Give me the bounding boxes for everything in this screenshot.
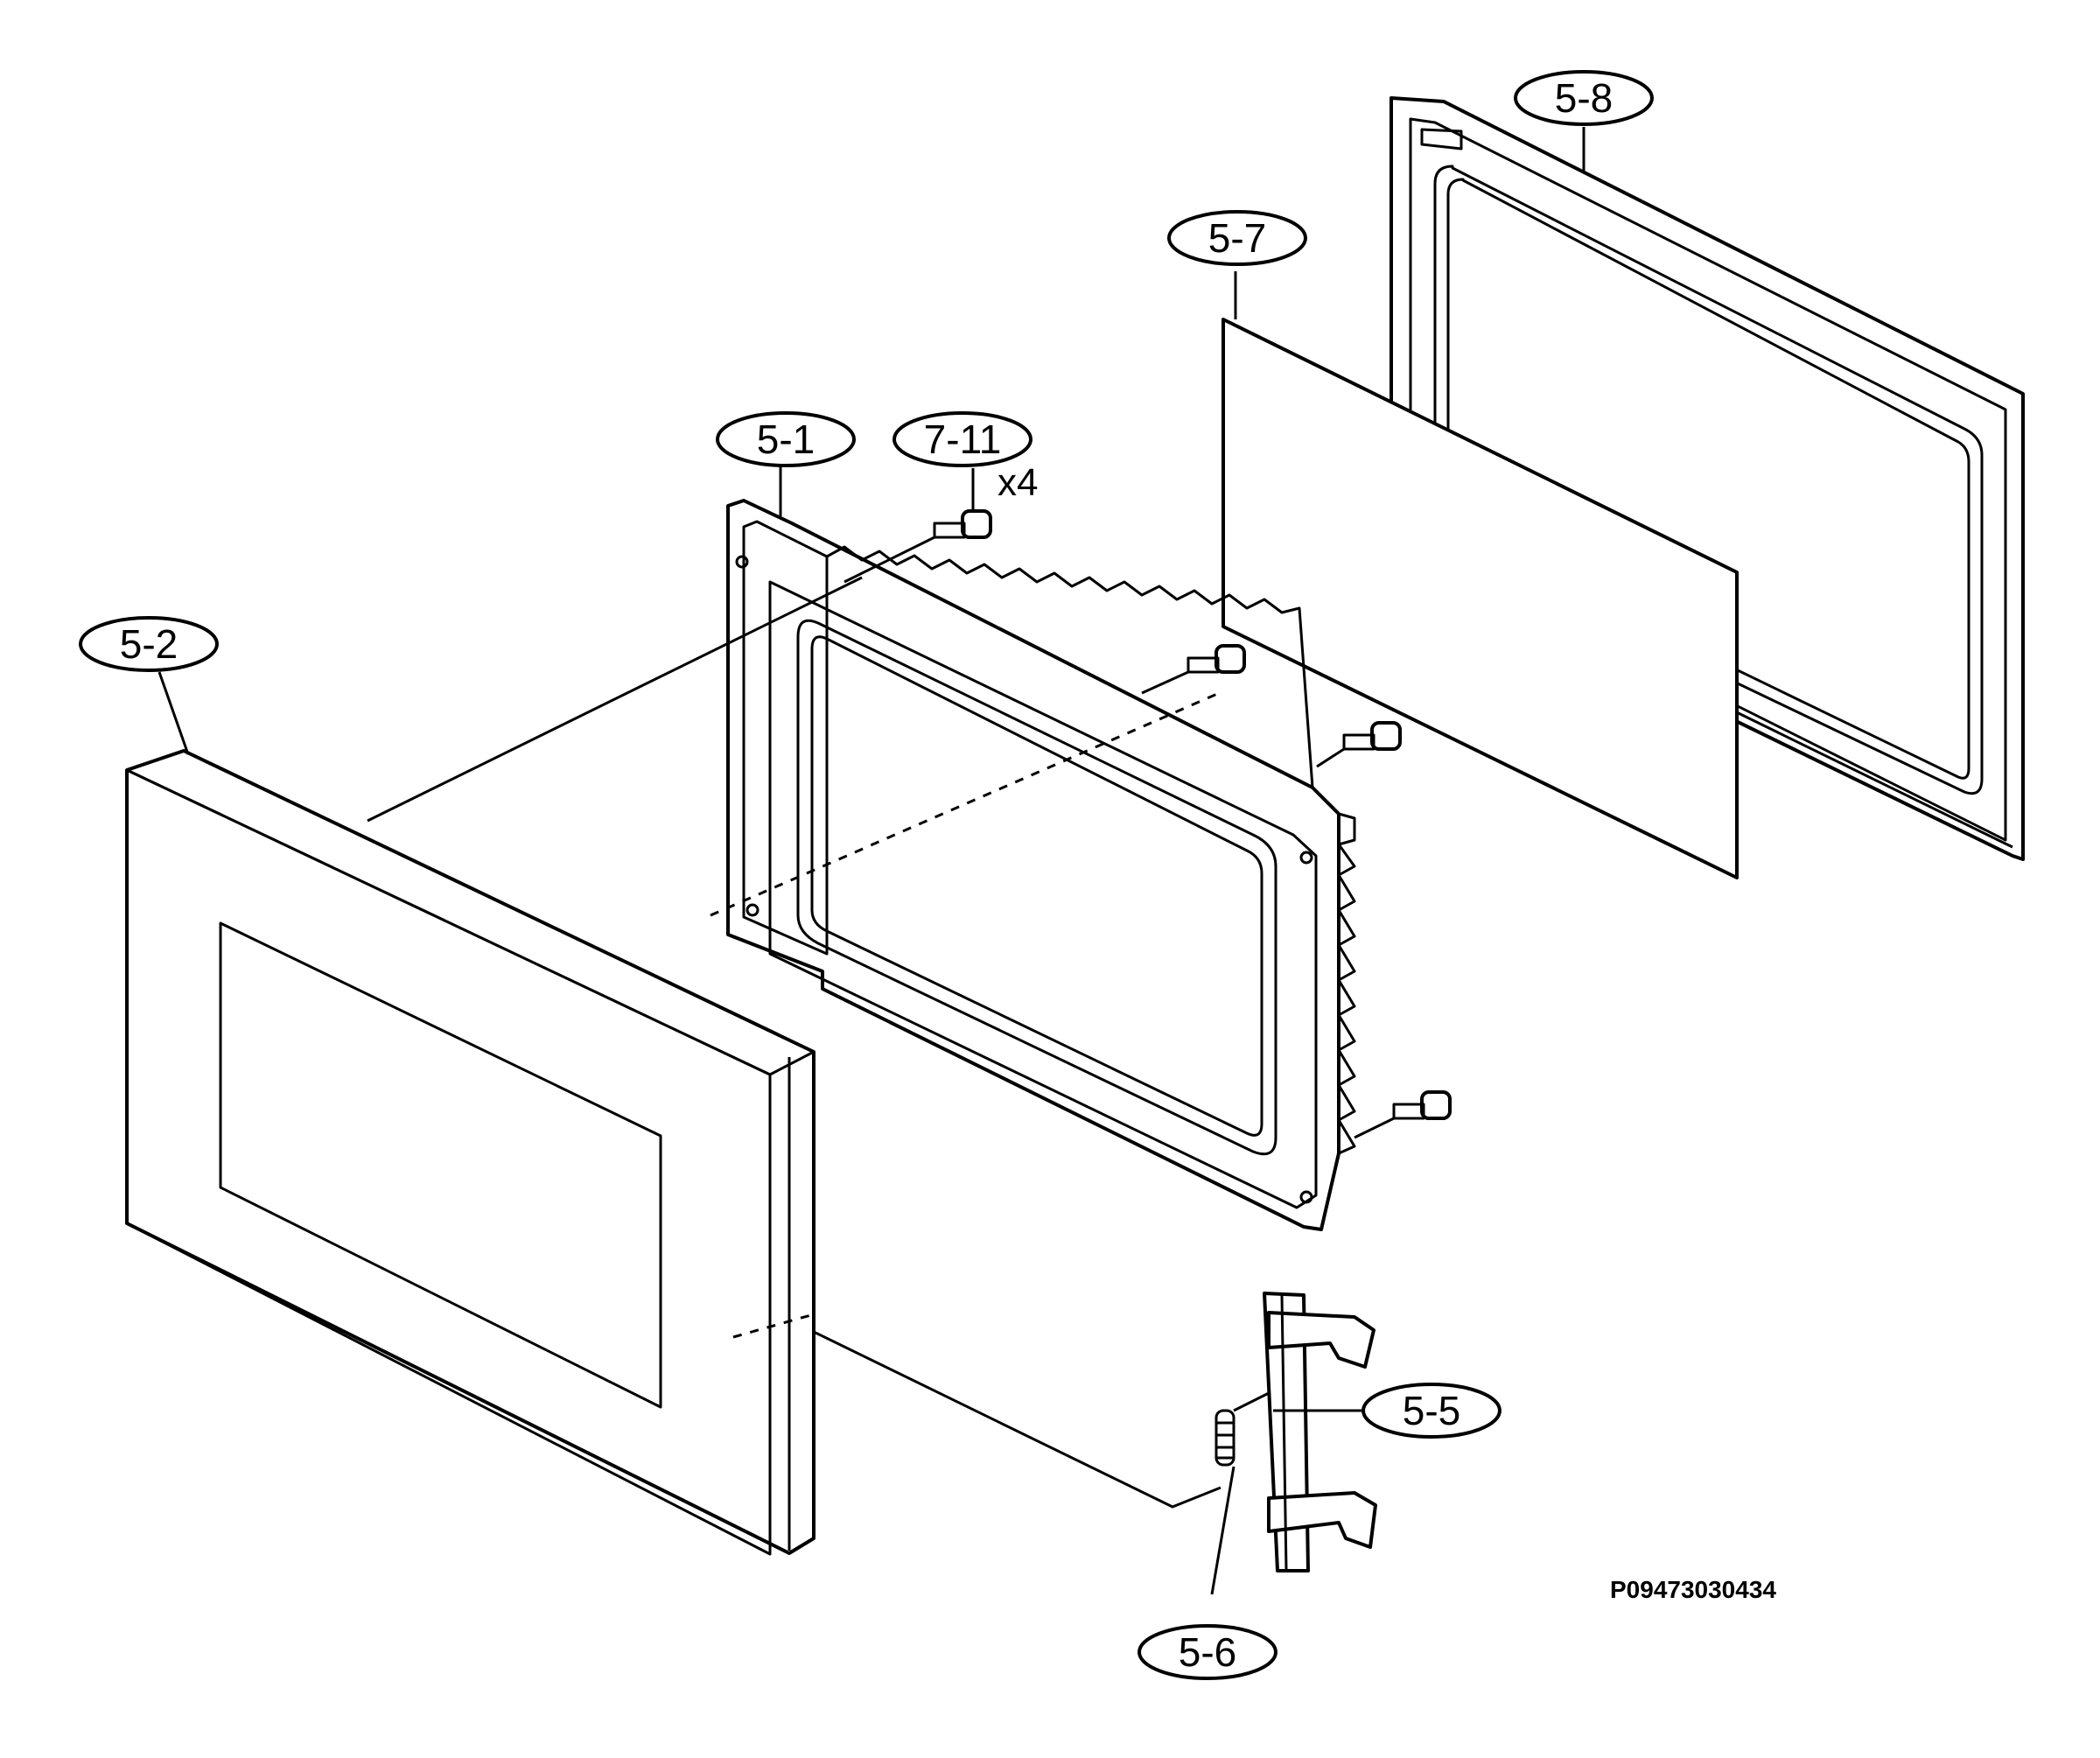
svg-text:7-11: 7-11	[924, 417, 1002, 462]
callout-5-8: 5-8	[1514, 70, 1654, 126]
drawing-code: P09473030434	[1610, 1576, 1776, 1603]
part-5-6-spring	[1214, 1391, 1270, 1467]
quantity-note: x4	[998, 461, 1038, 504]
callout-7-11: 7-11	[892, 411, 1032, 467]
callout-5-6: 5-6	[1138, 1624, 1278, 1680]
alignment-lines	[158, 127, 1586, 1595]
callout-5-2: 5-2	[79, 616, 219, 672]
part-5-5-latch-hook	[1263, 1292, 1377, 1572]
screw-1	[844, 509, 992, 584]
svg-text:5-7: 5-7	[1208, 215, 1266, 261]
part-7-11-screws	[844, 509, 1452, 1139]
callout-5-7: 5-7	[1167, 210, 1307, 266]
svg-text:5-2: 5-2	[120, 621, 178, 667]
screw-2	[1141, 644, 1246, 695]
svg-text:5-8: 5-8	[1555, 75, 1613, 121]
svg-text:5-1: 5-1	[757, 417, 815, 462]
svg-text:5-5: 5-5	[1403, 1388, 1460, 1433]
part-5-2-front-door	[125, 749, 816, 1556]
screw-4	[1354, 1090, 1452, 1139]
screw-3	[1316, 721, 1402, 768]
callout-5-1: 5-1	[716, 411, 856, 467]
part-5-1-inner-frame	[726, 499, 1356, 1231]
part-5-7-glass-sheet	[1222, 318, 1739, 879]
svg-text:5-6: 5-6	[1179, 1629, 1236, 1675]
callout-5-5: 5-5	[1362, 1383, 1502, 1439]
